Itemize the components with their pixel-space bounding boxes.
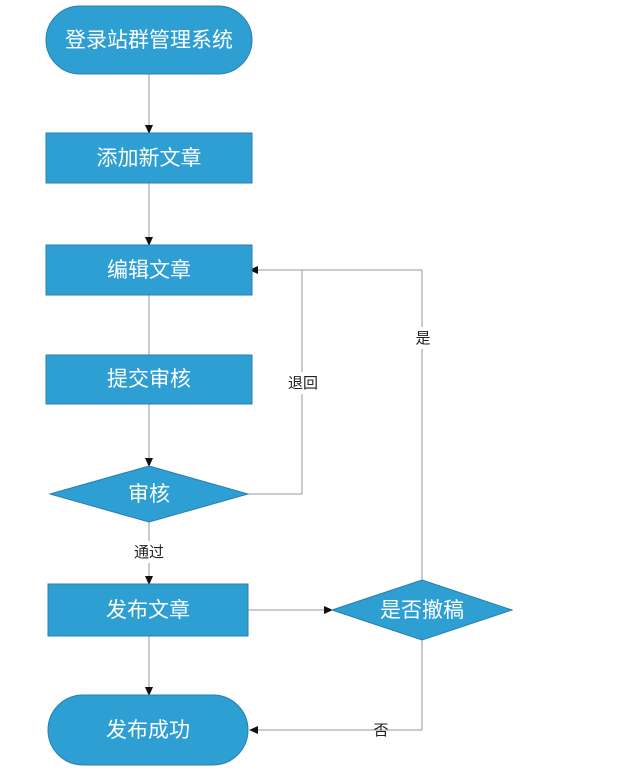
process-shape — [45, 244, 253, 296]
label-backdrop — [413, 327, 433, 349]
process-shape — [45, 354, 253, 405]
edge-withdraw-no-to-success — [249, 640, 423, 734]
node-review-label: 审核 — [128, 482, 170, 506]
label-backdrop — [282, 372, 324, 394]
node-add-article: 添加新文章 — [45, 132, 253, 184]
process-shape — [45, 132, 253, 184]
node-add-article-label: 添加新文章 — [97, 146, 202, 170]
edge-label-return: 退回 — [288, 374, 318, 392]
process-shape — [47, 583, 249, 637]
node-withdraw-label: 是否撤稿 — [380, 598, 464, 622]
node-withdraw: 是否撤稿 — [330, 579, 514, 641]
terminal-shape — [47, 694, 249, 766]
node-publish-article-label: 发布文章 — [106, 598, 190, 622]
node-login-label: 登录站群管理系统 — [65, 28, 233, 52]
decision-shape — [330, 579, 514, 641]
label-backdrop — [126, 541, 172, 563]
node-submit-review-label: 提交审核 — [107, 367, 191, 391]
edge-label-no: 否 — [373, 721, 388, 739]
node-submit-review: 提交审核 — [45, 354, 253, 405]
terminal-shape — [45, 5, 253, 75]
node-publish-success-label: 发布成功 — [106, 718, 190, 742]
node-publish-success: 发布成功 — [47, 694, 249, 766]
edge-label-pass: 通过 — [134, 543, 164, 561]
edge-withdraw-yes-to-edit — [302, 269, 423, 580]
edge-label-yes: 是 — [415, 329, 430, 347]
node-publish-article: 发布文章 — [47, 583, 249, 637]
node-review: 审核 — [48, 465, 250, 523]
node-edit-article-label: 编辑文章 — [107, 258, 191, 282]
decision-shape — [48, 465, 250, 523]
node-login: 登录站群管理系统 — [45, 5, 253, 75]
node-edit-article: 编辑文章 — [45, 244, 253, 296]
edge-labels: 退回 通过 是 否 — [126, 327, 433, 739]
